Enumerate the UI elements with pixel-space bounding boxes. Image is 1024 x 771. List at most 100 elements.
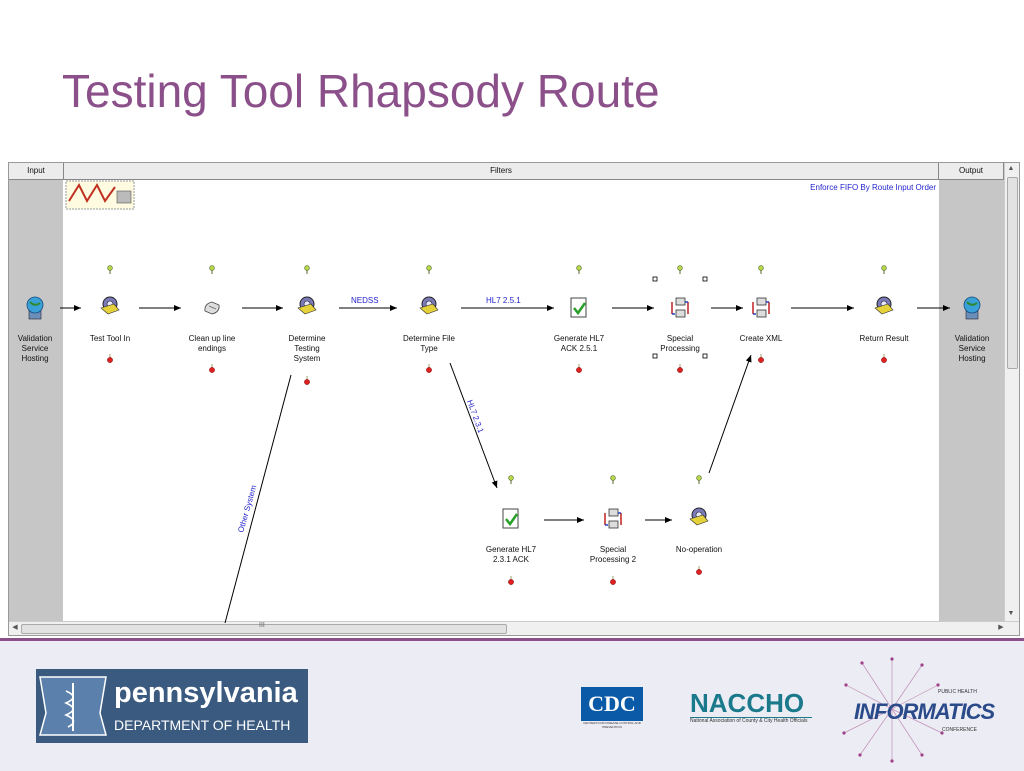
pin-icon: [426, 265, 432, 275]
svg-text:Service: Service: [22, 344, 49, 353]
edge-label-hl7-251: HL7 2.5.1: [486, 296, 521, 305]
error-icon: [507, 575, 514, 585]
node-special-processing[interactable]: Special Processing: [660, 334, 700, 353]
input-panel[interactable]: [9, 163, 63, 621]
filters-header: Filters: [64, 163, 939, 180]
selection-handles[interactable]: [652, 276, 708, 359]
svg-text:Special: Special: [667, 334, 693, 343]
create-xml-icon[interactable]: [752, 297, 770, 318]
keystone-icon: [39, 676, 107, 736]
no-operation-gear-icon[interactable]: [689, 507, 709, 526]
error-icon: [208, 363, 216, 374]
phi-conference-logo: PUBLIC HEALTH INFORMATICS CONFERENCE: [842, 655, 995, 763]
scroll-up-icon[interactable]: ▲: [1007, 165, 1015, 172]
error-icon: [696, 565, 702, 575]
svg-text:Type: Type: [420, 344, 438, 353]
svg-text:Special: Special: [600, 545, 626, 554]
error-icon: [576, 363, 582, 374]
vertical-scrollbar[interactable]: ▲ ▼: [1004, 163, 1019, 621]
clean-up-scroll-icon[interactable]: [204, 301, 220, 315]
svg-text:Validation: Validation: [955, 334, 990, 343]
fifo-notice: Enforce FIFO By Route Input Order: [810, 183, 936, 192]
node-no-operation[interactable]: No-operation: [676, 545, 722, 554]
node-output-hosting[interactable]: Validation Service Hosting: [955, 334, 990, 363]
edge-label-hl7-231: HL7 2.3.1: [465, 399, 486, 435]
generate-251-check-icon[interactable]: [569, 296, 588, 319]
special-processing-2-icon[interactable]: [604, 508, 622, 529]
node-create-xml[interactable]: Create XML: [740, 334, 783, 343]
rhapsody-route-canvas[interactable]: Input Filters Output ▲ ▼ ◀ III ▶: [8, 162, 1020, 636]
input-globe-icon[interactable]: [26, 296, 44, 320]
node-generate-251[interactable]: Generate HL7 ACK 2.5.1: [554, 334, 605, 353]
error-icon: [107, 353, 113, 364]
filters-area[interactable]: [64, 180, 939, 621]
scroll-right-icon[interactable]: ▶: [998, 624, 1004, 631]
output-panel[interactable]: [939, 163, 1004, 621]
pin-icon: [758, 265, 764, 275]
node-special-processing-2[interactable]: Special Processing 2: [590, 545, 637, 564]
pa-dept: DEPARTMENT OF HEALTH: [114, 717, 291, 733]
generate-231-check-icon[interactable]: [501, 507, 520, 530]
svg-text:ACK 2.5.1: ACK 2.5.1: [561, 344, 598, 353]
cdc-subtitle: CENTERS FOR DISEASE CONTROL AND PREVENTI…: [583, 721, 641, 729]
svg-text:Processing: Processing: [660, 344, 700, 353]
node-test-tool-in[interactable]: Test Tool In: [90, 334, 130, 343]
determine-testing-gear-icon[interactable]: [297, 296, 317, 315]
error-icon: [610, 575, 616, 585]
error-icon: [425, 363, 433, 374]
svg-text:Clean up line: Clean up line: [189, 334, 236, 343]
svg-text:Processing 2: Processing 2: [590, 555, 637, 564]
pin-icon: [576, 265, 582, 275]
special-processing-icon[interactable]: [671, 297, 689, 318]
node-input-hosting[interactable]: Validation Service Hosting: [18, 334, 53, 363]
svg-text:Hosting: Hosting: [21, 354, 48, 363]
phi-wordmark: INFORMATICS: [854, 699, 995, 724]
return-result-gear-icon[interactable]: [874, 296, 894, 315]
determine-file-gear-icon[interactable]: [419, 296, 439, 315]
scroll-left-icon[interactable]: ◀: [12, 624, 18, 631]
node-generate-231[interactable]: Generate HL7 2.3.1 ACK: [486, 545, 537, 564]
svg-text:2.3.1 ACK: 2.3.1 ACK: [493, 555, 530, 564]
svg-text:endings: endings: [198, 344, 226, 353]
phi-bottom-text: CONFERENCE: [942, 727, 978, 733]
svg-text:Test Tool In: Test Tool In: [90, 334, 130, 343]
error-icon: [677, 363, 683, 374]
pin-icon: [107, 265, 113, 275]
route-status-icon[interactable]: [65, 180, 135, 210]
svg-text:Hosting: Hosting: [958, 354, 985, 363]
output-globe-icon[interactable]: [963, 296, 981, 320]
svg-text:Testing: Testing: [294, 344, 319, 353]
test-tool-in-gear-icon[interactable]: [100, 296, 120, 315]
error-icon: [758, 353, 764, 364]
pin-icon: [610, 475, 616, 485]
footer-logos: pennsylvania DEPARTMENT OF HEALTH CDC CE…: [0, 638, 1024, 771]
error-icon: [303, 375, 311, 386]
svg-text:Determine File: Determine File: [403, 334, 456, 343]
node-determine-testing[interactable]: Determine Testing System: [289, 334, 326, 363]
edge-label-nedss: NEDSS: [351, 296, 379, 305]
phi-top-text: PUBLIC HEALTH: [938, 689, 977, 695]
horizontal-scroll-thumb[interactable]: [21, 624, 507, 634]
horizontal-scrollbar[interactable]: ◀ III ▶: [9, 621, 1019, 635]
naccho-subtitle: National Association of County & City He…: [690, 717, 812, 724]
cdc-logo: CDC CENTERS FOR DISEASE CONTROL AND PREV…: [581, 687, 643, 731]
output-header: Output: [939, 163, 1004, 180]
starburst-icon: [842, 657, 944, 763]
error-icon: [881, 353, 887, 364]
node-clean-up[interactable]: Clean up line endings: [189, 334, 236, 353]
svg-text:Create XML: Create XML: [740, 334, 783, 343]
pa-doh-logo: pennsylvania DEPARTMENT OF HEALTH: [36, 669, 308, 743]
node-determine-file[interactable]: Determine File Type: [403, 334, 456, 353]
svg-text:Validation: Validation: [18, 334, 53, 343]
svg-text:Service: Service: [959, 344, 986, 353]
pin-icon: [696, 475, 702, 485]
scroll-grip: III: [259, 622, 265, 629]
pa-name: pennsylvania: [114, 677, 298, 709]
node-return-result[interactable]: Return Result: [860, 334, 910, 343]
svg-text:Determine: Determine: [289, 334, 326, 343]
svg-text:Generate HL7: Generate HL7: [554, 334, 605, 343]
scroll-down-icon[interactable]: ▼: [1007, 610, 1015, 617]
pin-icon: [304, 265, 310, 275]
vertical-scroll-thumb[interactable]: [1007, 177, 1018, 369]
pin-icon: [209, 265, 215, 275]
